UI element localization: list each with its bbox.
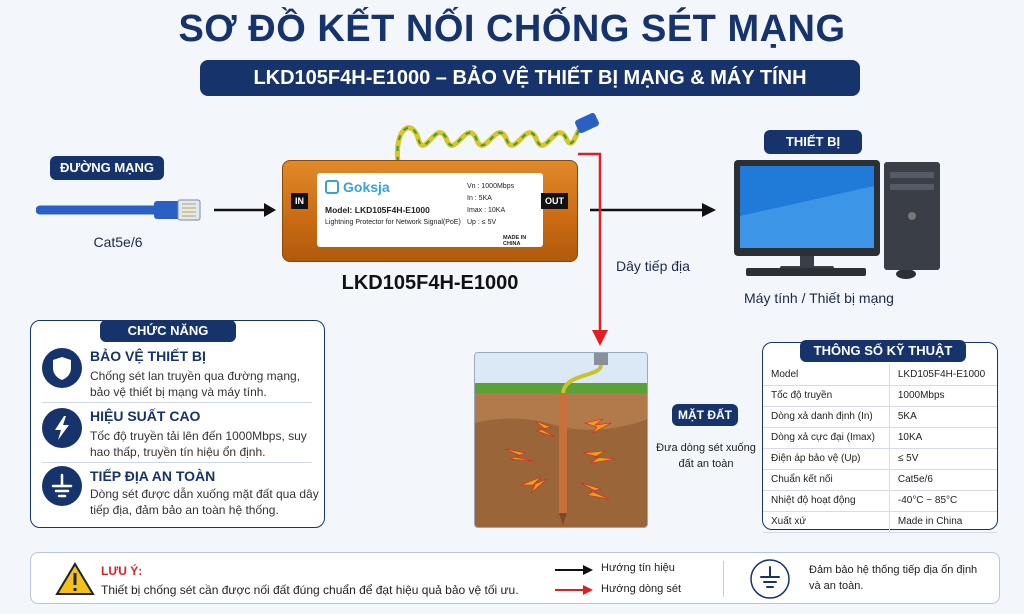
feature-divider [42,402,312,403]
spec-key: Xuất xứ [763,511,890,533]
spec-value: LKD105F4H-E1000 [888,364,997,386]
specs-header: THÔNG SỐ KỸ THUẬT [800,340,966,362]
feature-desc: Chống sét lan truyền qua đường mạng, bảo… [90,369,301,399]
table-row: Điện áp bảo vệ (Up)≤ 5V [763,448,997,470]
signal-arrow-out [590,203,716,217]
current-legend-arrow [555,585,593,595]
signal-legend-arrow [555,565,593,575]
device-label-card: Goksja Model: LKD105F4H-E1000 Lightning … [317,173,543,247]
feature-desc: Dòng sét được dẫn xuống mặt đất qua dây … [90,487,319,517]
brand-logo-icon [325,180,339,194]
ground-icon [51,473,73,498]
feature-desc: Tốc độ truyền tải lên đến 1000Mbps, suy … [90,429,307,459]
spec-value: 5KA [888,406,997,428]
device-spec-up: Up : ≤ 5V [467,219,497,226]
feature-divider [42,462,312,463]
spec-key: Dòng xả danh định (In) [763,406,890,428]
device-desc-line: Lightning Protector for Network Signal(P… [325,219,461,226]
equipment-tag: THIẾT BỊ [764,130,862,154]
ground-symbol-icon [750,559,790,599]
table-row: Dòng xả cực đại (Imax)10KA [763,427,997,449]
signal-arrow-in [214,203,276,217]
device-spec-vn: Vn : 1000Mbps [467,183,515,190]
spec-value: Made in China [888,511,997,533]
note-heading: LƯU Ý: [101,564,143,578]
spec-key: Dòng xả cực đại (Imax) [763,427,890,449]
spec-key: Tốc độ truyền [763,385,890,407]
page-subtitle: LKD105F4H-E1000 – BẢO VỆ THIẾT BỊ MẠNG &… [200,60,860,96]
network-tag: ĐƯỜNG MẠNG [50,156,164,180]
in-port-label: IN [291,193,308,209]
warning-icon [55,562,95,595]
spec-key: Model [763,364,890,386]
brand-name: Goksja [343,179,390,195]
cable-type-label: Cat5e/6 [93,234,143,250]
note-divider [723,561,724,597]
spec-value: -40°C ~ 85°C [888,490,997,512]
device-spec-imax: Imax : 10KA [467,207,506,214]
note-text: Thiết bị chống sét cần được nối đất đúng… [101,583,519,597]
surge-protector-device: IN Goksja Model: LKD105F4H-E1000 Lightni… [282,160,578,262]
computer-icon [734,160,940,279]
ground-note: Đảm bảo hệ thống tiếp địa ổn định và an … [809,564,978,592]
ground-illustration [474,352,648,528]
table-row: Nhiệt độ hoạt động-40°C ~ 85°C [763,490,997,512]
device-spec-list: Vn : 1000Mbps In : 5KA Imax : 10KA Up : … [467,181,514,229]
ground-desc: Đưa dòng sét xuống đất an toàn [656,442,756,470]
table-row: Dòng xả danh định (In)5KA [763,406,997,428]
spec-value: 10KA [888,427,997,449]
feature-icon-wrap [42,348,82,388]
device-spec-in: In : 5KA [467,195,492,202]
feature-title: TIẾP ĐỊA AN TOÀN [90,468,216,484]
out-port-label: OUT [541,193,568,209]
ground-tag: MẶT ĐẤT [672,404,738,426]
features-header: CHỨC NĂNG [100,320,236,342]
spec-key: Nhiệt độ hoạt động [763,490,890,512]
feature-title: BẢO VỆ THIẾT BỊ [90,348,206,364]
shield-icon [53,357,71,380]
ground-current-arrow [578,152,608,346]
spec-value: 1000Mbps [888,385,997,407]
equipment-caption: Máy tính / Thiết bị mạng [744,290,894,306]
note-bar: LƯU Ý: Thiết bị chống sét cần được nối đ… [30,552,1000,604]
ethernet-cable-icon [36,199,201,221]
features-list: BẢO VỆ THIẾT BỊ Chống sét lan truyền qua… [30,320,325,528]
feature-icon-wrap [42,466,82,506]
spec-value: Cat5e/6 [888,469,997,491]
device-name: LKD105F4H-E1000 [341,272,519,294]
feature-title: HIỆU SUẤT CAO [90,408,201,424]
page-title: SƠ ĐỒ KẾT NỐI CHỐNG SÉT MẠNG [178,8,846,50]
spec-value: ≤ 5V [888,448,997,470]
ground-wire-label: Dây tiếp địa [616,258,690,274]
device-model-line: Model: LKD105F4H-E1000 [325,205,430,215]
spec-key: Điện áp bảo vệ (Up) [763,448,890,470]
ground-rod-illustration [475,353,647,527]
brand-logo: Goksja [325,179,390,195]
lightning-icon [55,416,69,440]
feature-icon-wrap [42,408,82,448]
coiled-ground-wire [394,112,599,163]
legend-current-label: Hướng dòng sét [601,583,682,595]
device-made-in: MADE IN CHINA [503,235,527,247]
legend-signal-label: Hướng tín hiệu [601,562,675,574]
spec-key: Chuẩn kết nối [763,469,890,491]
